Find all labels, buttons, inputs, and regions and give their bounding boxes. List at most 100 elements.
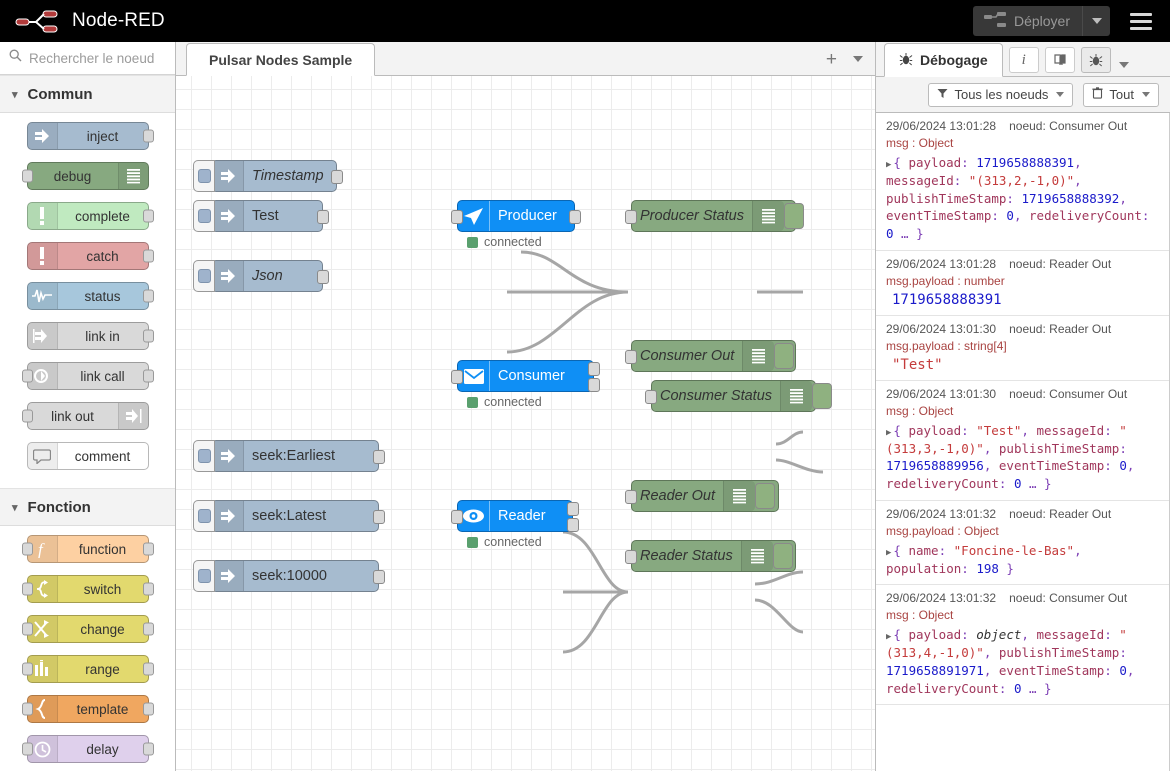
inject-trigger-button[interactable]	[193, 560, 215, 592]
debug-toggle-button[interactable]	[772, 543, 793, 569]
clear-log-button[interactable]: Tout	[1083, 82, 1159, 107]
deploy-button[interactable]: Déployer	[972, 6, 1110, 36]
help-book-icon[interactable]	[1044, 47, 1075, 73]
filter-nodes-button[interactable]: Tous les noeuds	[928, 82, 1074, 107]
palette-node-catch[interactable]: catch	[26, 242, 154, 270]
palette-node-range[interactable]: range	[21, 655, 154, 683]
input-port[interactable]	[21, 622, 33, 636]
debug-message-source[interactable]: noeud: Consumer Out	[1009, 591, 1128, 606]
output-port[interactable]	[142, 129, 154, 143]
flow-menu-caret-icon[interactable]	[853, 56, 863, 62]
output-port[interactable]	[142, 622, 154, 636]
palette-node-switch[interactable]: switch	[21, 575, 154, 603]
palette-category-fonction[interactable]: ▾Fonction	[0, 488, 175, 526]
input-port[interactable]	[625, 210, 637, 224]
palette-node-template[interactable]: template	[21, 695, 154, 723]
input-port[interactable]	[451, 510, 463, 524]
flow-node-producer[interactable]: Producer	[451, 200, 581, 232]
input-port[interactable]	[625, 350, 637, 364]
input-port[interactable]	[645, 390, 657, 404]
expand-triangle-icon[interactable]: ▶	[886, 427, 892, 438]
debug-toggle-button[interactable]	[774, 343, 795, 369]
palette-category-commun[interactable]: ▾Commun	[0, 75, 175, 113]
sidebar-more-caret-icon[interactable]	[1118, 62, 1129, 68]
output-port[interactable]	[331, 170, 343, 184]
output-port[interactable]	[317, 270, 329, 284]
expand-triangle-icon[interactable]: ▶	[886, 632, 892, 643]
debug-bug-icon[interactable]	[1080, 47, 1111, 73]
output-port[interactable]	[142, 209, 154, 223]
palette-node-inject[interactable]: inject	[26, 122, 154, 150]
palette-node-status[interactable]: status	[26, 282, 154, 310]
flow-node-reader[interactable]: Reader	[451, 500, 579, 532]
palette-node-delay[interactable]: delay	[21, 735, 154, 763]
debug-message-source[interactable]: noeud: Consumer Out	[1009, 119, 1128, 133]
debug-message-source[interactable]: noeud: Consumer Out	[1009, 386, 1128, 401]
inject-trigger-button[interactable]	[193, 500, 215, 532]
output-port-1[interactable]	[588, 362, 600, 376]
output-port[interactable]	[142, 369, 154, 383]
flow-node-seek10000[interactable]: seek:10000	[193, 560, 385, 592]
input-port[interactable]	[625, 550, 637, 564]
input-port[interactable]	[21, 582, 33, 596]
output-port-2[interactable]	[588, 378, 600, 392]
output-port[interactable]	[142, 702, 154, 716]
palette-node-link-in[interactable]: link in	[26, 322, 154, 350]
expand-triangle-icon[interactable]: ▶	[886, 547, 892, 558]
inject-trigger-button[interactable]	[193, 200, 215, 232]
input-port[interactable]	[21, 662, 33, 676]
output-port[interactable]	[142, 582, 154, 596]
debug-message-source[interactable]: noeud: Reader Out	[1009, 506, 1112, 521]
flow-node-consumer[interactable]: Consumer	[451, 360, 600, 392]
debug-message-body[interactable]: ▶{ payload: object, messageId: "(313,4,-…	[886, 627, 1135, 696]
expand-triangle-icon[interactable]: ▶	[886, 160, 892, 170]
input-port[interactable]	[21, 702, 33, 716]
output-port-1[interactable]	[567, 502, 579, 516]
palette-node-comment[interactable]: comment	[26, 442, 149, 470]
debug-toggle-button[interactable]	[755, 483, 775, 509]
search-input[interactable]	[29, 50, 159, 66]
output-port[interactable]	[373, 450, 385, 464]
input-port[interactable]	[21, 742, 33, 756]
flow-node-seeklatest[interactable]: seek:Latest	[193, 500, 385, 532]
inject-trigger-button[interactable]	[193, 440, 215, 472]
hamburger-menu-icon[interactable]	[1120, 5, 1162, 38]
output-port[interactable]	[317, 210, 329, 224]
debug-toggle-button[interactable]	[812, 383, 833, 409]
add-flow-button[interactable]: +	[825, 48, 837, 70]
debug-message-body[interactable]: ▶{ payload: "Test", messageId: "(313,3,-…	[886, 422, 1135, 492]
flow-node-timestamp[interactable]: Timestamp	[193, 160, 343, 192]
flow-node-readerout[interactable]: Reader Out	[625, 480, 779, 512]
output-port[interactable]	[142, 662, 154, 676]
output-port[interactable]	[373, 570, 385, 584]
tab-debogage[interactable]: Débogage	[884, 43, 1003, 77]
flow-node-json[interactable]: Json	[193, 260, 329, 292]
output-port[interactable]	[142, 542, 154, 556]
palette-search[interactable]	[0, 42, 175, 75]
output-port[interactable]	[569, 210, 581, 224]
debug-message-source[interactable]: noeud: Reader Out	[1009, 256, 1112, 271]
flow-node-producerstatus[interactable]: Producer Status	[625, 200, 804, 232]
debug-message-source[interactable]: noeud: Reader Out	[1009, 321, 1112, 336]
palette-node-debug[interactable]: debug	[21, 162, 149, 190]
input-port[interactable]	[21, 369, 33, 383]
flow-node-consumerout[interactable]: Consumer Out	[625, 340, 796, 372]
input-port[interactable]	[21, 542, 33, 556]
output-port[interactable]	[142, 249, 154, 263]
output-port[interactable]	[373, 510, 385, 524]
output-port[interactable]	[142, 329, 154, 343]
flow-node-test[interactable]: Test	[193, 200, 329, 232]
inject-trigger-button[interactable]	[193, 160, 215, 192]
palette-node-change[interactable]: change	[21, 615, 154, 643]
input-port[interactable]	[21, 169, 33, 183]
deploy-dropdown-button[interactable]	[1082, 6, 1110, 36]
flow-node-readerstatus[interactable]: Reader Status	[625, 540, 796, 572]
